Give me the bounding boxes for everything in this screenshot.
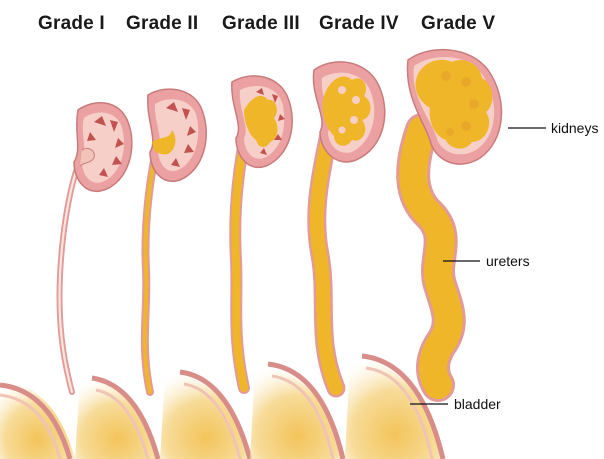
ureters-label: ureters <box>486 253 530 269</box>
bladder-label: bladder <box>454 396 501 412</box>
ureter-grade-2 <box>145 150 156 392</box>
ureter-grade-5 <box>413 130 449 385</box>
kidney-grade-1 <box>74 103 132 192</box>
bladder-grade-1 <box>0 380 75 459</box>
kidneys-label: kidneys <box>551 120 598 136</box>
ureter-grade-1 <box>60 165 79 392</box>
ureter-grade-3 <box>235 132 246 388</box>
kidney-grade-4 <box>313 62 384 162</box>
kidney-grade-2 <box>148 89 206 181</box>
kidney-grade-3 <box>232 76 292 167</box>
ureter-grade-4 <box>317 130 336 388</box>
